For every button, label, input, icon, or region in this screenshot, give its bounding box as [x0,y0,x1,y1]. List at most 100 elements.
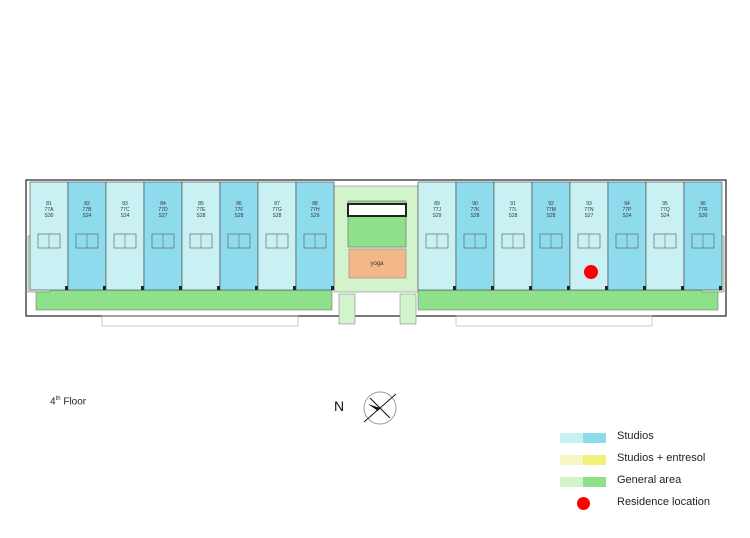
unit-size: S28 [273,213,282,219]
studio-room [257,181,297,291]
legend-label-general: General area [617,474,682,486]
unit-number: 89 [434,201,440,207]
wall-pier [179,286,182,290]
wall-pier [567,286,570,290]
unit-code: 77J [433,207,442,213]
unit-number: 84 [160,201,166,207]
entresol-swatch [560,455,606,465]
unit-size: S30 [699,213,708,219]
unit-size: S28 [509,213,518,219]
legend: Studios Studios + entresol General area … [560,430,740,518]
floor-plan: yoga 8177AS308277BS248377CS248477DS27857… [25,179,727,327]
entrance-right [399,293,417,325]
unit-size: S24 [623,213,632,219]
legend-label-entresol: Studios + entresol [617,452,706,464]
unit-size: S27 [585,213,594,219]
unit-number: 82 [84,201,90,207]
wall-pier [65,286,68,290]
unit-code: 77L [509,207,518,213]
unit-code: 77M [546,207,556,213]
corridor-west [35,289,333,311]
wall-pier [719,286,722,290]
unit-code: 77N [584,207,594,213]
corridor-east [417,289,719,311]
unit-size: S28 [471,213,480,219]
wall-pier [681,286,684,290]
wall-pier [217,286,220,290]
wall-pier [293,286,296,290]
legend-general: General area [560,474,740,496]
elevator-shaft [347,203,407,217]
unit-number: 92 [548,201,554,207]
unit-number: 86 [236,201,242,207]
unit-size: S29 [433,213,442,219]
unit-number: 85 [198,201,204,207]
residence-marker [584,265,598,279]
residence-dot-icon [577,497,590,510]
unit-code: 77A [45,207,55,213]
unit-number: 94 [624,201,630,207]
unit-code: 77D [158,207,168,213]
entrance-left [338,293,356,325]
unit-number: 96 [700,201,706,207]
wall-pier [643,286,646,290]
legend-residence: Residence location [560,496,740,518]
yoga-room [348,248,407,279]
legend-label-studios: Studios [617,430,654,442]
unit-code: 77B [83,207,93,213]
unit-number: 95 [662,201,668,207]
unit-code: 77R [698,207,708,213]
unit-number: 88 [312,201,318,207]
unit-code: 77K [471,207,481,213]
unit-size: S28 [235,213,244,219]
unit-size: S24 [661,213,670,219]
balcony-west [101,315,299,327]
wall-pier [141,286,144,290]
unit-code: 77H [310,207,320,213]
wall-pier [103,286,106,290]
unit-code: 77P [623,207,633,213]
unit-code: 77Q [660,207,670,213]
floor-label: 4th Floor [50,396,87,408]
wall-pier [529,286,532,290]
building-outline [25,179,727,317]
compass-north-letter: N [334,398,345,414]
unit-size: S28 [197,213,206,219]
compass: N [334,384,408,432]
unit-number: 81 [46,201,52,207]
balcony-east [455,315,653,327]
unit-number: 93 [586,201,592,207]
unit-size: S24 [121,213,130,219]
unit-size: S27 [159,213,168,219]
unit-number: 91 [510,201,516,207]
unit-number: 90 [472,201,478,207]
legend-entresol: Studios + entresol [560,452,740,474]
general-swatch [560,477,606,487]
wall-pier [491,286,494,290]
studios-swatch [560,433,606,443]
wall-pier [453,286,456,290]
legend-label-residence: Residence location [617,496,710,508]
unit-size: S24 [83,213,92,219]
yoga-label: yoga [370,261,384,267]
compass-rose-icon [363,391,397,425]
wall-pier [331,286,334,290]
unit-code: 77F [235,207,244,213]
unit-code: 77E [197,207,207,213]
unit-code: 77G [272,207,282,213]
